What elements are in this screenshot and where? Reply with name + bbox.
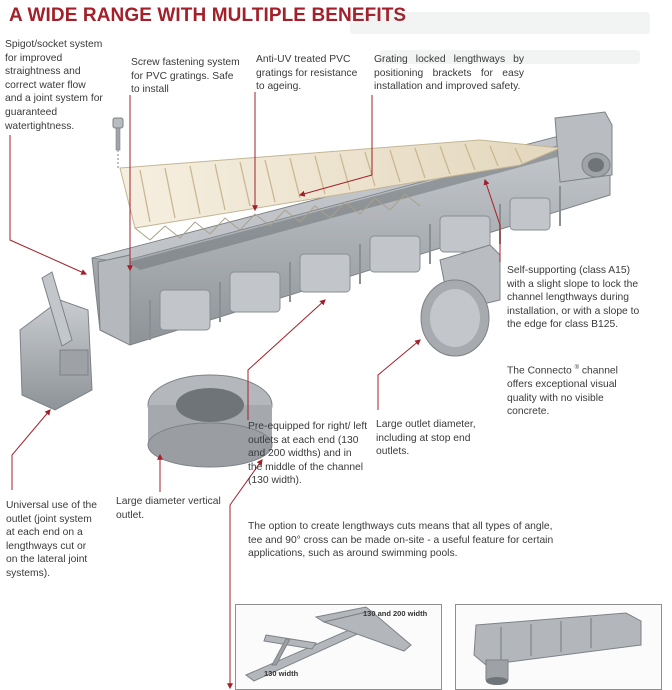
callout-spigot: Spigot/socket system for improved straig… bbox=[5, 39, 103, 132]
screw-icon bbox=[112, 117, 124, 168]
page-title: A WIDE RANGE WITH MULTIPLE BENEFITS bbox=[9, 5, 407, 26]
connecto-text-pre: The Connecto bbox=[507, 365, 572, 377]
callout-antiuv: Anti-UV treated PVC gratings for resista… bbox=[256, 54, 358, 93]
lateral-outlet bbox=[420, 244, 501, 357]
callout-vertical-outlet: Large diameter vertical outlet. bbox=[116, 496, 221, 521]
label-130-width: 130 width bbox=[264, 669, 299, 678]
callout-self-supporting: Self-supporting (class A15) with a sligh… bbox=[507, 265, 640, 331]
cut-channels-illustration bbox=[245, 606, 412, 682]
vertical-outlet bbox=[147, 374, 273, 468]
channel-body bbox=[91, 127, 611, 346]
callout-connecto: The Connecto ® channel offers exceptiona… bbox=[507, 362, 635, 419]
callout-pre-equipped: Pre-equipped for right/ left outlets at … bbox=[248, 421, 368, 487]
callout-large-outlet: Large outlet diameter, including at stop… bbox=[376, 419, 476, 458]
label-130-200-width: 130 and 200 width bbox=[363, 609, 428, 618]
end-cap bbox=[554, 111, 613, 183]
outlet-detail-illustration bbox=[473, 612, 642, 685]
connecto-text-post: channel offers exceptional visual qualit… bbox=[507, 365, 618, 418]
registered-mark: ® bbox=[574, 365, 579, 371]
inset-cut-configurations: 130 and 200 width 130 width bbox=[235, 604, 442, 690]
callout-screw: Screw fastening system for PVC gratings.… bbox=[131, 57, 240, 96]
callout-grating-locked: Grating locked lengthways by positioning… bbox=[374, 54, 524, 93]
stop-end-piece bbox=[19, 271, 93, 411]
background-watermark bbox=[350, 12, 650, 64]
inset-outlet-detail bbox=[455, 604, 662, 690]
callout-arrows bbox=[9, 92, 501, 690]
callout-lengthways-cuts: The option to create lengthways cuts mea… bbox=[248, 521, 554, 560]
callout-universal: Universal use of the outlet (joint syste… bbox=[6, 500, 98, 579]
